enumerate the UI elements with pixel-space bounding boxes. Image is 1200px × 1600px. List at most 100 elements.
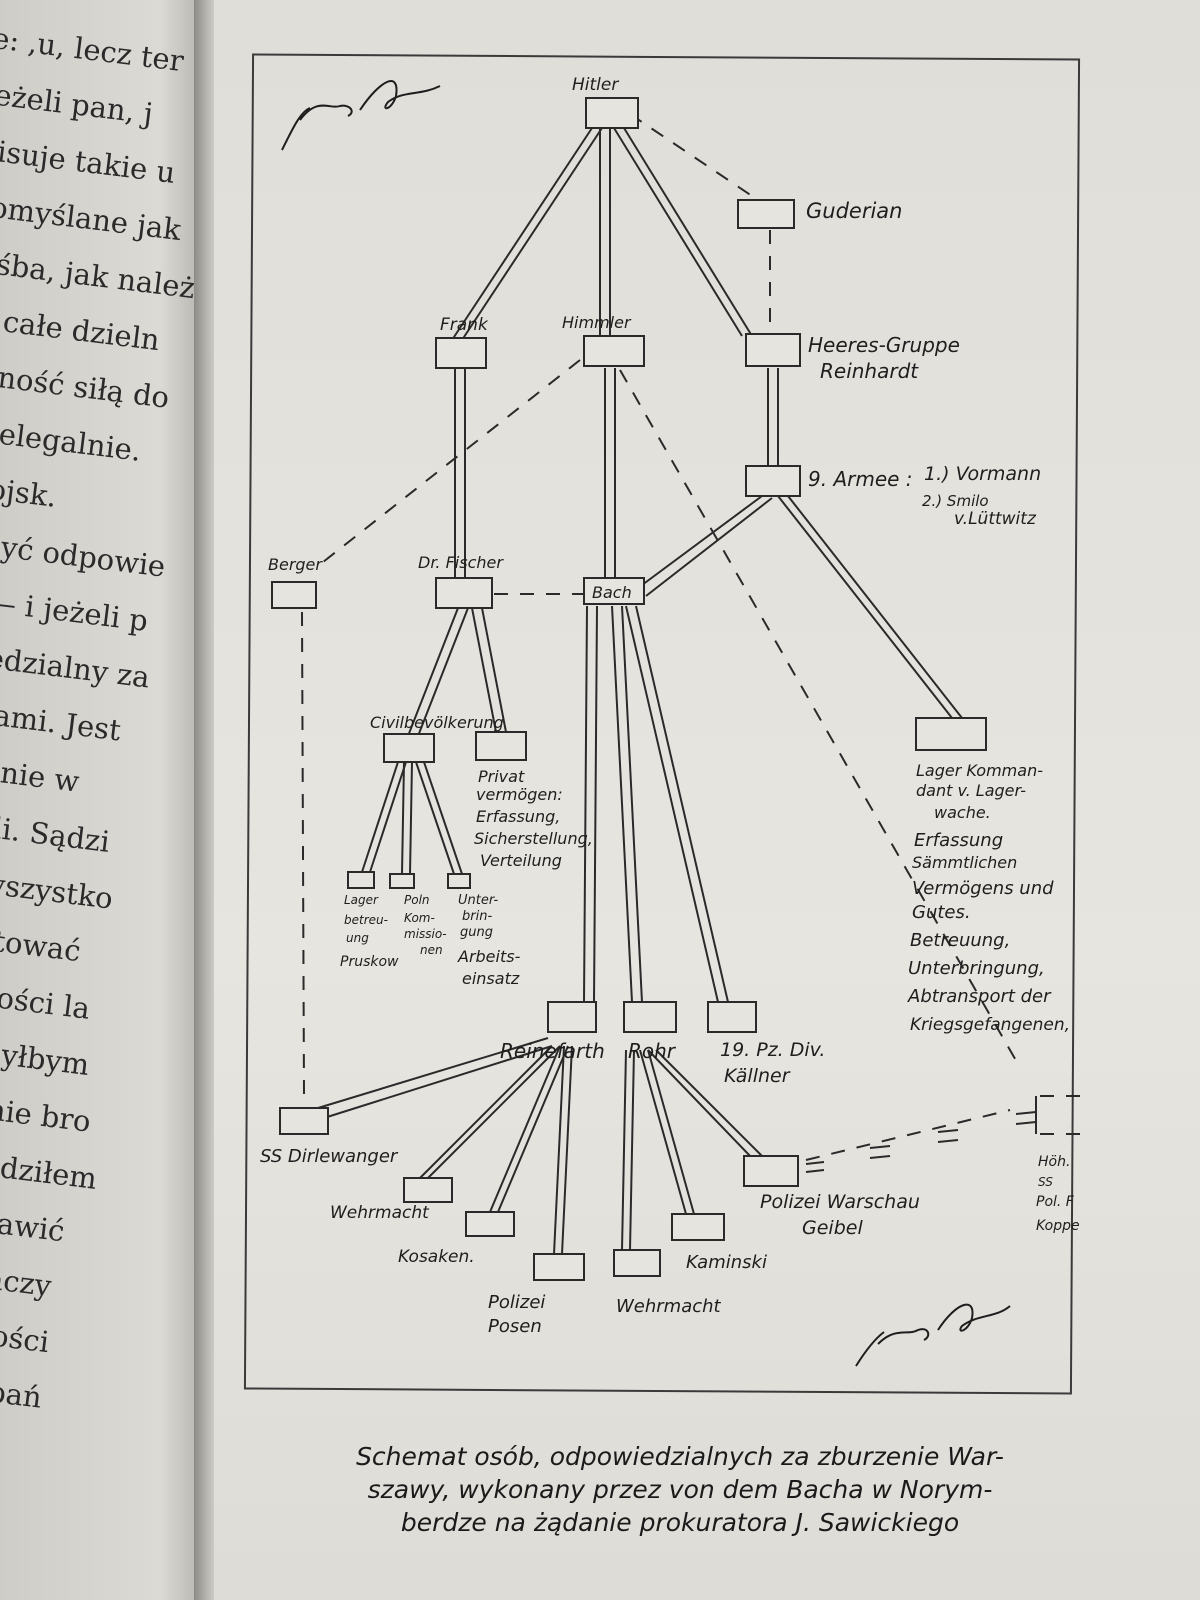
box-privat bbox=[475, 731, 527, 761]
label-unter-line: einsatz bbox=[462, 969, 520, 988]
label-armee: 9. Armee : bbox=[808, 467, 913, 491]
label-armee-note2a: 2.) Smilo bbox=[922, 492, 989, 510]
box-civil bbox=[383, 733, 435, 763]
label-wehrmacht1: Wehrmacht bbox=[330, 1203, 430, 1223]
box-himmler bbox=[583, 335, 645, 367]
label-bach: Bach bbox=[592, 583, 632, 602]
label-lager-small-line: betreu- bbox=[344, 913, 388, 927]
label-polizei-warschau-line1: Polizei Warschau bbox=[760, 1191, 920, 1213]
label-polizei-warschau-line2: Geibel bbox=[802, 1217, 863, 1239]
right-book-page bbox=[214, 0, 1200, 1600]
label-lager-small-group: Lager betreu- ung Pruskow bbox=[340, 893, 399, 970]
box-berger bbox=[271, 581, 317, 609]
label-privat-line: Erfassung, bbox=[476, 807, 560, 826]
label-koppe-group: Höh. SS Pol. F Koppe bbox=[1036, 1154, 1080, 1234]
label-hitler: Hitler bbox=[572, 75, 619, 95]
box-guderian bbox=[737, 199, 795, 229]
box-19pz bbox=[707, 1001, 757, 1033]
caption-line: szawy, wykonany przez von dem Bacha w No… bbox=[367, 1475, 993, 1504]
label-fischer: Dr. Fischer bbox=[418, 553, 504, 572]
label-koppe-line: Höh. bbox=[1038, 1154, 1070, 1170]
figure-caption: Schemat osób, odpowiedzialnych za zburze… bbox=[270, 1440, 1090, 1539]
label-lager-small-line: Lager bbox=[344, 893, 379, 907]
label-poln-line: Kom- bbox=[404, 911, 435, 925]
label-unter-group: Unter- brin- gung Arbeits- einsatz bbox=[457, 893, 521, 988]
label-lager-small-line: Pruskow bbox=[340, 954, 399, 970]
label-19pz-line2: Källner bbox=[724, 1065, 791, 1087]
box-polizei-warschau bbox=[743, 1155, 799, 1187]
label-privat-line: Verteilung bbox=[480, 851, 562, 870]
caption-line: berdze na żądanie prokuratora J. Sawicki… bbox=[400, 1508, 960, 1537]
caption-line: Schemat osób, odpowiedzialnych za zburze… bbox=[356, 1442, 1004, 1471]
label-privat-line: Sicherstellung, bbox=[474, 829, 593, 848]
label-lager-small-line: ung bbox=[346, 931, 369, 945]
label-lager-big-line: Unterbringung, bbox=[908, 958, 1045, 979]
label-heeres-line2: Reinhardt bbox=[820, 359, 919, 383]
label-lager-big-group: Lager Komman- dant v. Lager- wache. Erfa… bbox=[907, 761, 1070, 1035]
box-rohr bbox=[623, 1001, 677, 1033]
label-armee-note1: 1.) Vormann bbox=[924, 463, 1041, 485]
box-heeres bbox=[745, 333, 801, 367]
box-bach bbox=[583, 577, 645, 605]
label-kaminski: Kaminski bbox=[686, 1252, 767, 1273]
label-privat-line: Privat bbox=[478, 767, 525, 786]
label-lager-big-line: Vermögens und bbox=[912, 878, 1054, 899]
label-poln-group: Poln Kom- missio- nen bbox=[404, 893, 447, 957]
label-privat-group: Privat vermögen: Erfassung, Sicherstellu… bbox=[474, 767, 593, 870]
label-lager-big-line: Sämmtlichen bbox=[912, 853, 1017, 872]
label-lager-big-line: wache. bbox=[934, 803, 991, 822]
diagram-dashed-lines bbox=[301, 113, 1086, 1161]
label-polizei-posen-line1: Polizei bbox=[488, 1292, 545, 1313]
diagram-lines bbox=[317, 127, 963, 1255]
label-wehrmacht2: Wehrmacht bbox=[616, 1296, 722, 1317]
box-unter bbox=[447, 873, 471, 889]
box-fischer bbox=[435, 577, 493, 609]
signature-bottom bbox=[855, 1303, 1011, 1367]
box-polizei-posen bbox=[533, 1253, 585, 1281]
label-poln-line: nen bbox=[420, 943, 443, 957]
label-lager-big-line: Erfassung bbox=[914, 830, 1003, 851]
box-wehrmacht1 bbox=[403, 1177, 453, 1203]
label-unter-line: brin- bbox=[462, 909, 492, 924]
label-kosaken: Kosaken. bbox=[398, 1247, 475, 1267]
diagram-equals-marks bbox=[805, 1096, 1037, 1173]
label-lager-big-line: Betreuung, bbox=[910, 930, 1010, 951]
box-dirlewanger bbox=[279, 1107, 329, 1135]
box-lager-big bbox=[915, 717, 987, 751]
label-civil: Civilbevölkerung bbox=[370, 713, 504, 732]
signature-top bbox=[281, 80, 441, 151]
label-unter-line: gung bbox=[460, 925, 493, 940]
label-armee-note2b: v.Lüttwitz bbox=[954, 509, 1037, 529]
box-poln bbox=[389, 873, 415, 889]
label-himmler: Himmler bbox=[562, 313, 632, 332]
label-lager-big-line: dant v. Lager- bbox=[916, 781, 1026, 800]
box-frank bbox=[435, 337, 487, 369]
label-19pz-line1: 19. Pz. Div. bbox=[720, 1039, 825, 1061]
label-lager-big-line: Gutes. bbox=[912, 902, 971, 923]
label-koppe-line: SS bbox=[1038, 1175, 1053, 1189]
label-frank: Frank bbox=[440, 315, 489, 335]
label-dirlewanger: SS Dirlewanger bbox=[260, 1146, 399, 1167]
label-unter-line: Unter- bbox=[458, 893, 498, 908]
box-wehrmacht2 bbox=[613, 1249, 661, 1277]
label-guderian: Guderian bbox=[806, 199, 902, 223]
diagram-boxes bbox=[271, 97, 987, 1281]
box-armee bbox=[745, 465, 801, 497]
box-reinefarth bbox=[547, 1001, 597, 1033]
label-rohr: Rohr bbox=[628, 1039, 677, 1063]
box-kosaken bbox=[465, 1211, 515, 1237]
box-hitler bbox=[585, 97, 639, 129]
label-koppe-line: Pol. F bbox=[1036, 1194, 1075, 1210]
label-heeres-line1: Heeres-Gruppe bbox=[808, 333, 960, 357]
label-privat-line: vermögen: bbox=[476, 785, 563, 804]
box-lager-small bbox=[347, 871, 375, 889]
label-lager-big-line: Kriegsgefangenen, bbox=[910, 1015, 1070, 1035]
label-reinefarth: Reinefarth bbox=[500, 1039, 605, 1063]
label-koppe-line: Koppe bbox=[1036, 1218, 1080, 1234]
label-unter-line: Arbeits- bbox=[457, 947, 521, 966]
label-polizei-posen-line2: Posen bbox=[488, 1316, 542, 1337]
label-lager-big-line: Lager Komman- bbox=[916, 761, 1043, 780]
label-berger: Berger bbox=[268, 555, 323, 574]
